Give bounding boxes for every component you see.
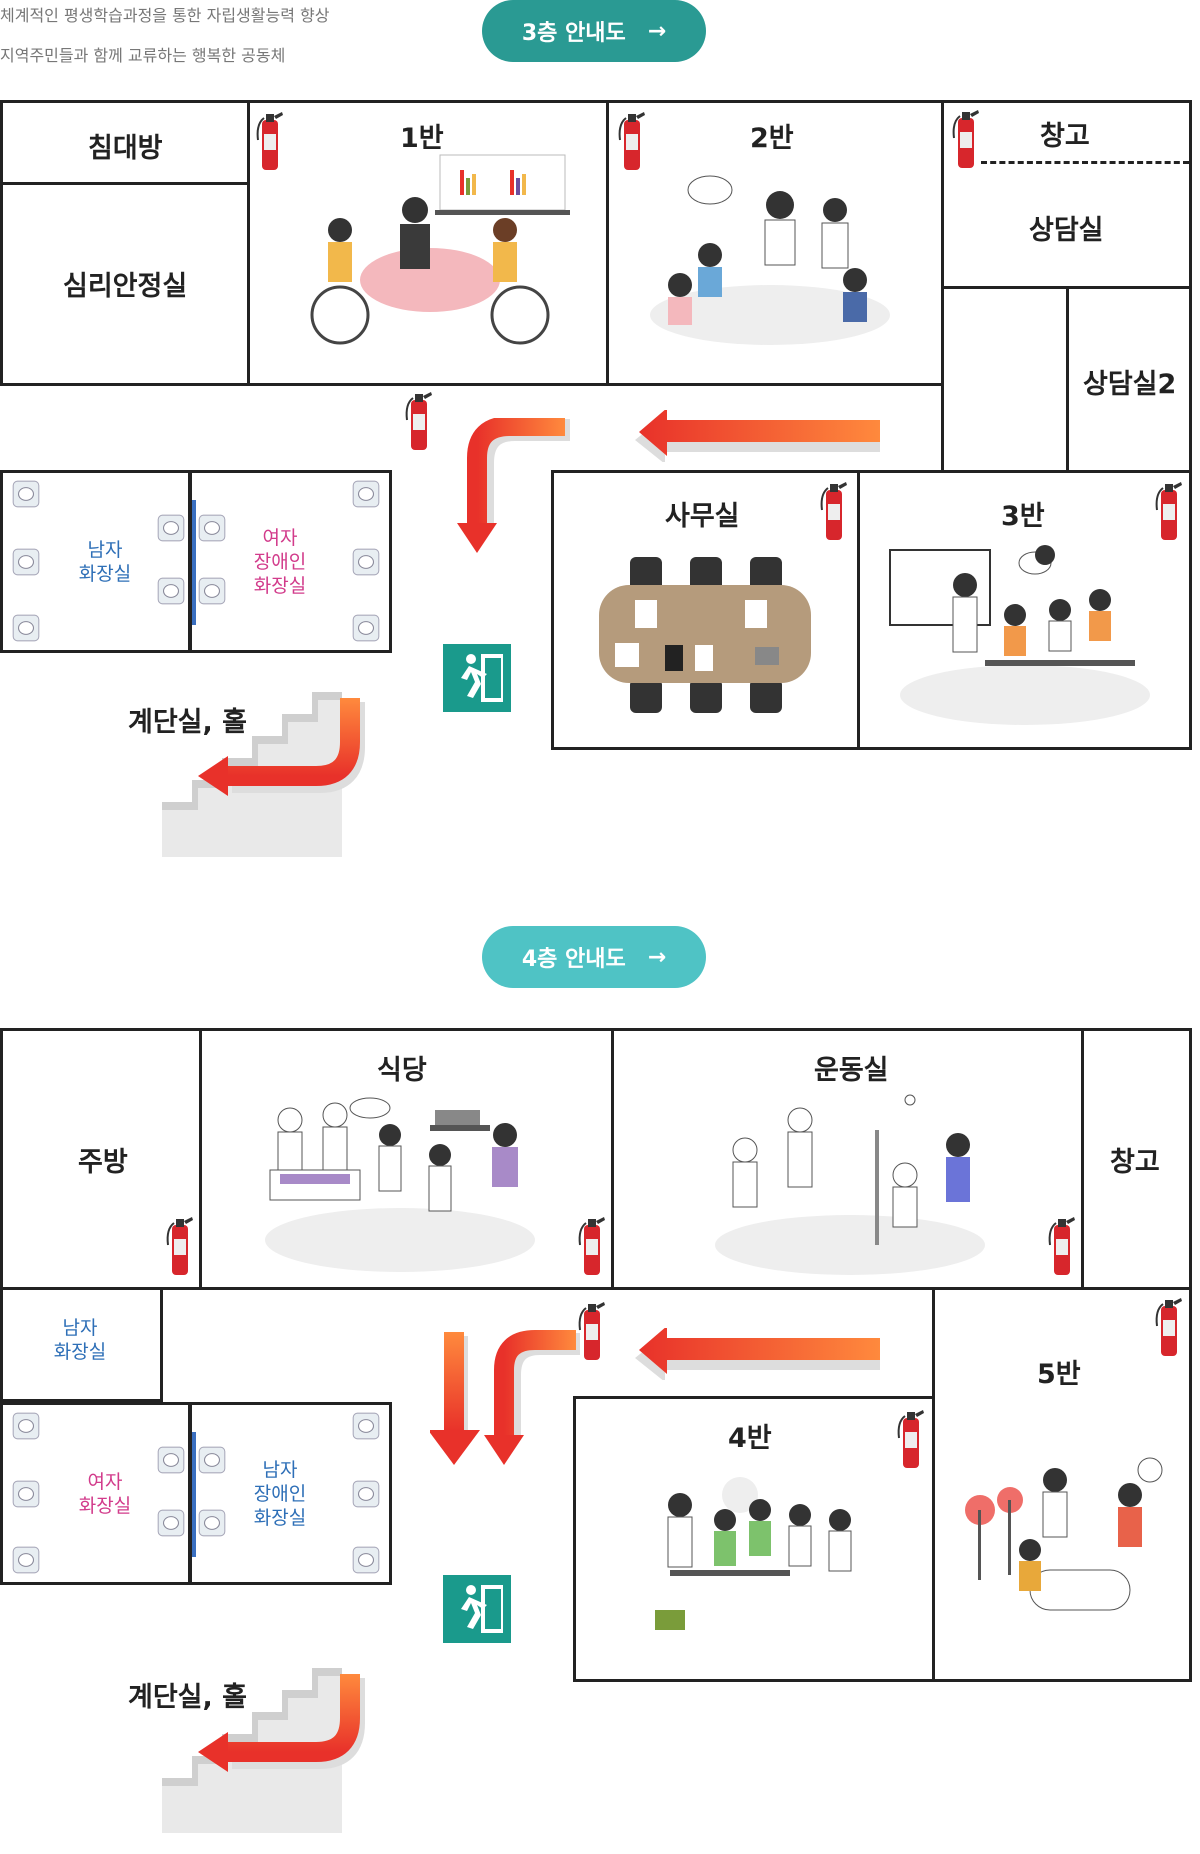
office-table-illustration — [599, 557, 811, 713]
sink-icon — [155, 1507, 187, 1539]
sink-icon — [155, 1444, 187, 1476]
arrow-right-icon: → — [647, 18, 667, 44]
fire-extinguisher-icon — [818, 480, 848, 542]
label-class4: 4반 — [728, 1423, 772, 1454]
label-class2: 2반 — [750, 123, 794, 154]
label-wc-men: 남자 화장실 — [78, 539, 132, 585]
label-wc-men-top: 남자 화장실 — [53, 1317, 107, 1363]
label-wc-men-disabled: 남자 장애인 화장실 — [253, 1459, 307, 1529]
partition — [192, 1432, 196, 1557]
fire-extinguisher-icon — [1153, 1296, 1183, 1358]
fire-extinguisher-icon — [254, 110, 284, 172]
label-storage: 창고 — [1110, 1147, 1160, 1178]
room-psych — [0, 182, 250, 386]
sink-icon — [155, 575, 187, 607]
arrow-right-icon: → — [647, 944, 667, 970]
evacuation-arrow-icon — [430, 1330, 580, 1465]
class-illustration — [889, 545, 1150, 725]
toilet-icon — [350, 1410, 382, 1442]
label-psych: 심리안정실 — [63, 271, 188, 302]
toilet-icon — [350, 546, 382, 578]
dashed-divider — [0, 1400, 160, 1403]
emergency-exit-icon — [443, 1575, 511, 1643]
toilet-icon — [10, 1410, 42, 1442]
wall-segment — [188, 470, 192, 653]
label-class1: 1반 — [400, 123, 444, 154]
intro-line-2: 지역주민들과 함께 교류하는 행복한 공동체 — [0, 46, 286, 65]
sink-icon — [196, 1507, 228, 1539]
dining-illustration — [265, 1097, 535, 1272]
room-restrooms — [0, 470, 392, 653]
sink-icon — [155, 512, 187, 544]
floor3-button-label: 3층 안내도 — [521, 21, 626, 46]
sink-icon — [196, 512, 228, 544]
label-counsel2: 상담실2 — [1083, 369, 1177, 400]
dashed-divider — [981, 161, 1189, 164]
label-class3: 3반 — [1001, 501, 1045, 532]
gym-illustration — [715, 1094, 985, 1275]
fire-extinguisher-icon — [950, 108, 980, 170]
toilet-icon — [350, 1478, 382, 1510]
intro-line-1: 체계적인 평생학습과정을 통한 자립생활능력 향상 — [0, 6, 330, 25]
class-illustration — [310, 154, 570, 345]
toilet-icon — [10, 1478, 42, 1510]
room-restrooms — [0, 1402, 392, 1585]
fire-extinguisher-icon — [576, 1215, 606, 1277]
fire-extinguisher-icon — [616, 110, 646, 172]
toilet-icon — [350, 612, 382, 644]
sink-icon — [196, 575, 228, 607]
label-counsel: 상담실 — [1029, 215, 1104, 246]
floor4-button-label: 4층 안내도 — [521, 947, 626, 972]
wall-segment — [941, 286, 944, 473]
toilet-icon — [10, 546, 42, 578]
toilet-icon — [10, 612, 42, 644]
class-illustration — [655, 1477, 852, 1630]
toilet-icon — [10, 478, 42, 510]
sink-icon — [196, 1444, 228, 1476]
toilet-icon — [350, 1544, 382, 1576]
class-illustration — [965, 1457, 1163, 1611]
label-dining: 식당 — [377, 1055, 427, 1086]
label-bedroom: 침대방 — [88, 133, 163, 164]
toilet-icon — [10, 1544, 42, 1576]
evacuation-arrow-icon — [635, 1328, 880, 1380]
class-illustration — [650, 175, 890, 345]
room-counsel2 — [1066, 286, 1192, 473]
stairs-icon — [162, 692, 365, 857]
label-stairs-hall: 계단실, 홀 — [128, 707, 248, 738]
toilet-icon — [350, 478, 382, 510]
label-class5: 5반 — [1037, 1359, 1081, 1390]
wall-segment — [160, 1287, 932, 1290]
fire-extinguisher-icon — [895, 1408, 925, 1470]
fire-extinguisher-icon — [164, 1215, 194, 1277]
label-gym: 운동실 — [814, 1055, 889, 1086]
label-office: 사무실 — [665, 501, 740, 532]
fire-extinguisher-icon — [576, 1300, 606, 1362]
label-kitchen: 주방 — [78, 1147, 128, 1178]
emergency-exit-icon — [443, 644, 511, 712]
stairs-icon — [162, 1668, 365, 1833]
label-wc-women-disabled: 여자 장애인 화장실 — [253, 527, 307, 597]
fire-extinguisher-icon — [1046, 1215, 1076, 1277]
room-storage — [1081, 1028, 1192, 1290]
fire-extinguisher-icon — [403, 390, 433, 452]
evacuation-arrow-icon — [457, 418, 570, 553]
fire-extinguisher-icon — [1153, 480, 1183, 542]
label-stairs-hall: 계단실, 홀 — [128, 1682, 248, 1713]
evacuation-arrow-icon — [635, 410, 880, 462]
wall-segment — [188, 1402, 192, 1585]
label-wc-women: 여자 화장실 — [78, 1471, 132, 1517]
floor3-guide-button[interactable]: 3층 안내도 → — [482, 0, 706, 62]
partition — [192, 500, 196, 625]
label-storage: 창고 — [1040, 121, 1090, 152]
floor4-guide-button[interactable]: 4층 안내도 → — [482, 926, 706, 988]
